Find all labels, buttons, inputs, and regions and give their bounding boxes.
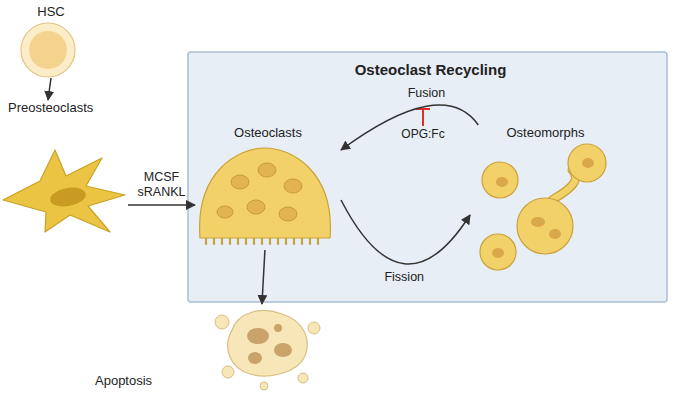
osteoclast-cell: [200, 148, 331, 244]
edge-label: Fusion: [408, 86, 446, 101]
arrow-connector: [341, 200, 470, 264]
arrow-connector: [262, 250, 265, 304]
cell-label: Osteoclasts: [195, 125, 341, 140]
cell-node: Osteoclasts: [195, 125, 341, 250]
region-fill: [188, 52, 667, 302]
preosteoclast-cell: [3, 150, 125, 232]
cell-node: Preosteoclasts: [4, 100, 128, 235]
edge-label: MCSF sRANKL: [138, 170, 186, 200]
drug-label: OPG:Fc: [401, 127, 444, 141]
cell-label: HSC: [15, 4, 87, 19]
arrow-connector: [128, 204, 195, 206]
cell-node: HSC: [15, 4, 87, 78]
inhibitor-symbol: [416, 109, 430, 126]
hsc-cell: [21, 23, 75, 77]
arrow-connector: [341, 105, 478, 150]
osteomorph-cells: [480, 144, 606, 270]
cell-node: Apoptosis: [95, 304, 320, 394]
cell-label: Apoptosis: [95, 373, 152, 388]
apoptotic-cell: [215, 311, 320, 390]
cell-label: Osteomorphs: [470, 125, 621, 140]
arrow-connector: [48, 78, 51, 100]
edge-label: Fission: [384, 270, 424, 285]
cell-node: Osteomorphs: [470, 125, 621, 285]
cell-label: Preosteoclasts: [8, 100, 93, 115]
region-title: Osteoclast Recycling: [188, 61, 673, 78]
